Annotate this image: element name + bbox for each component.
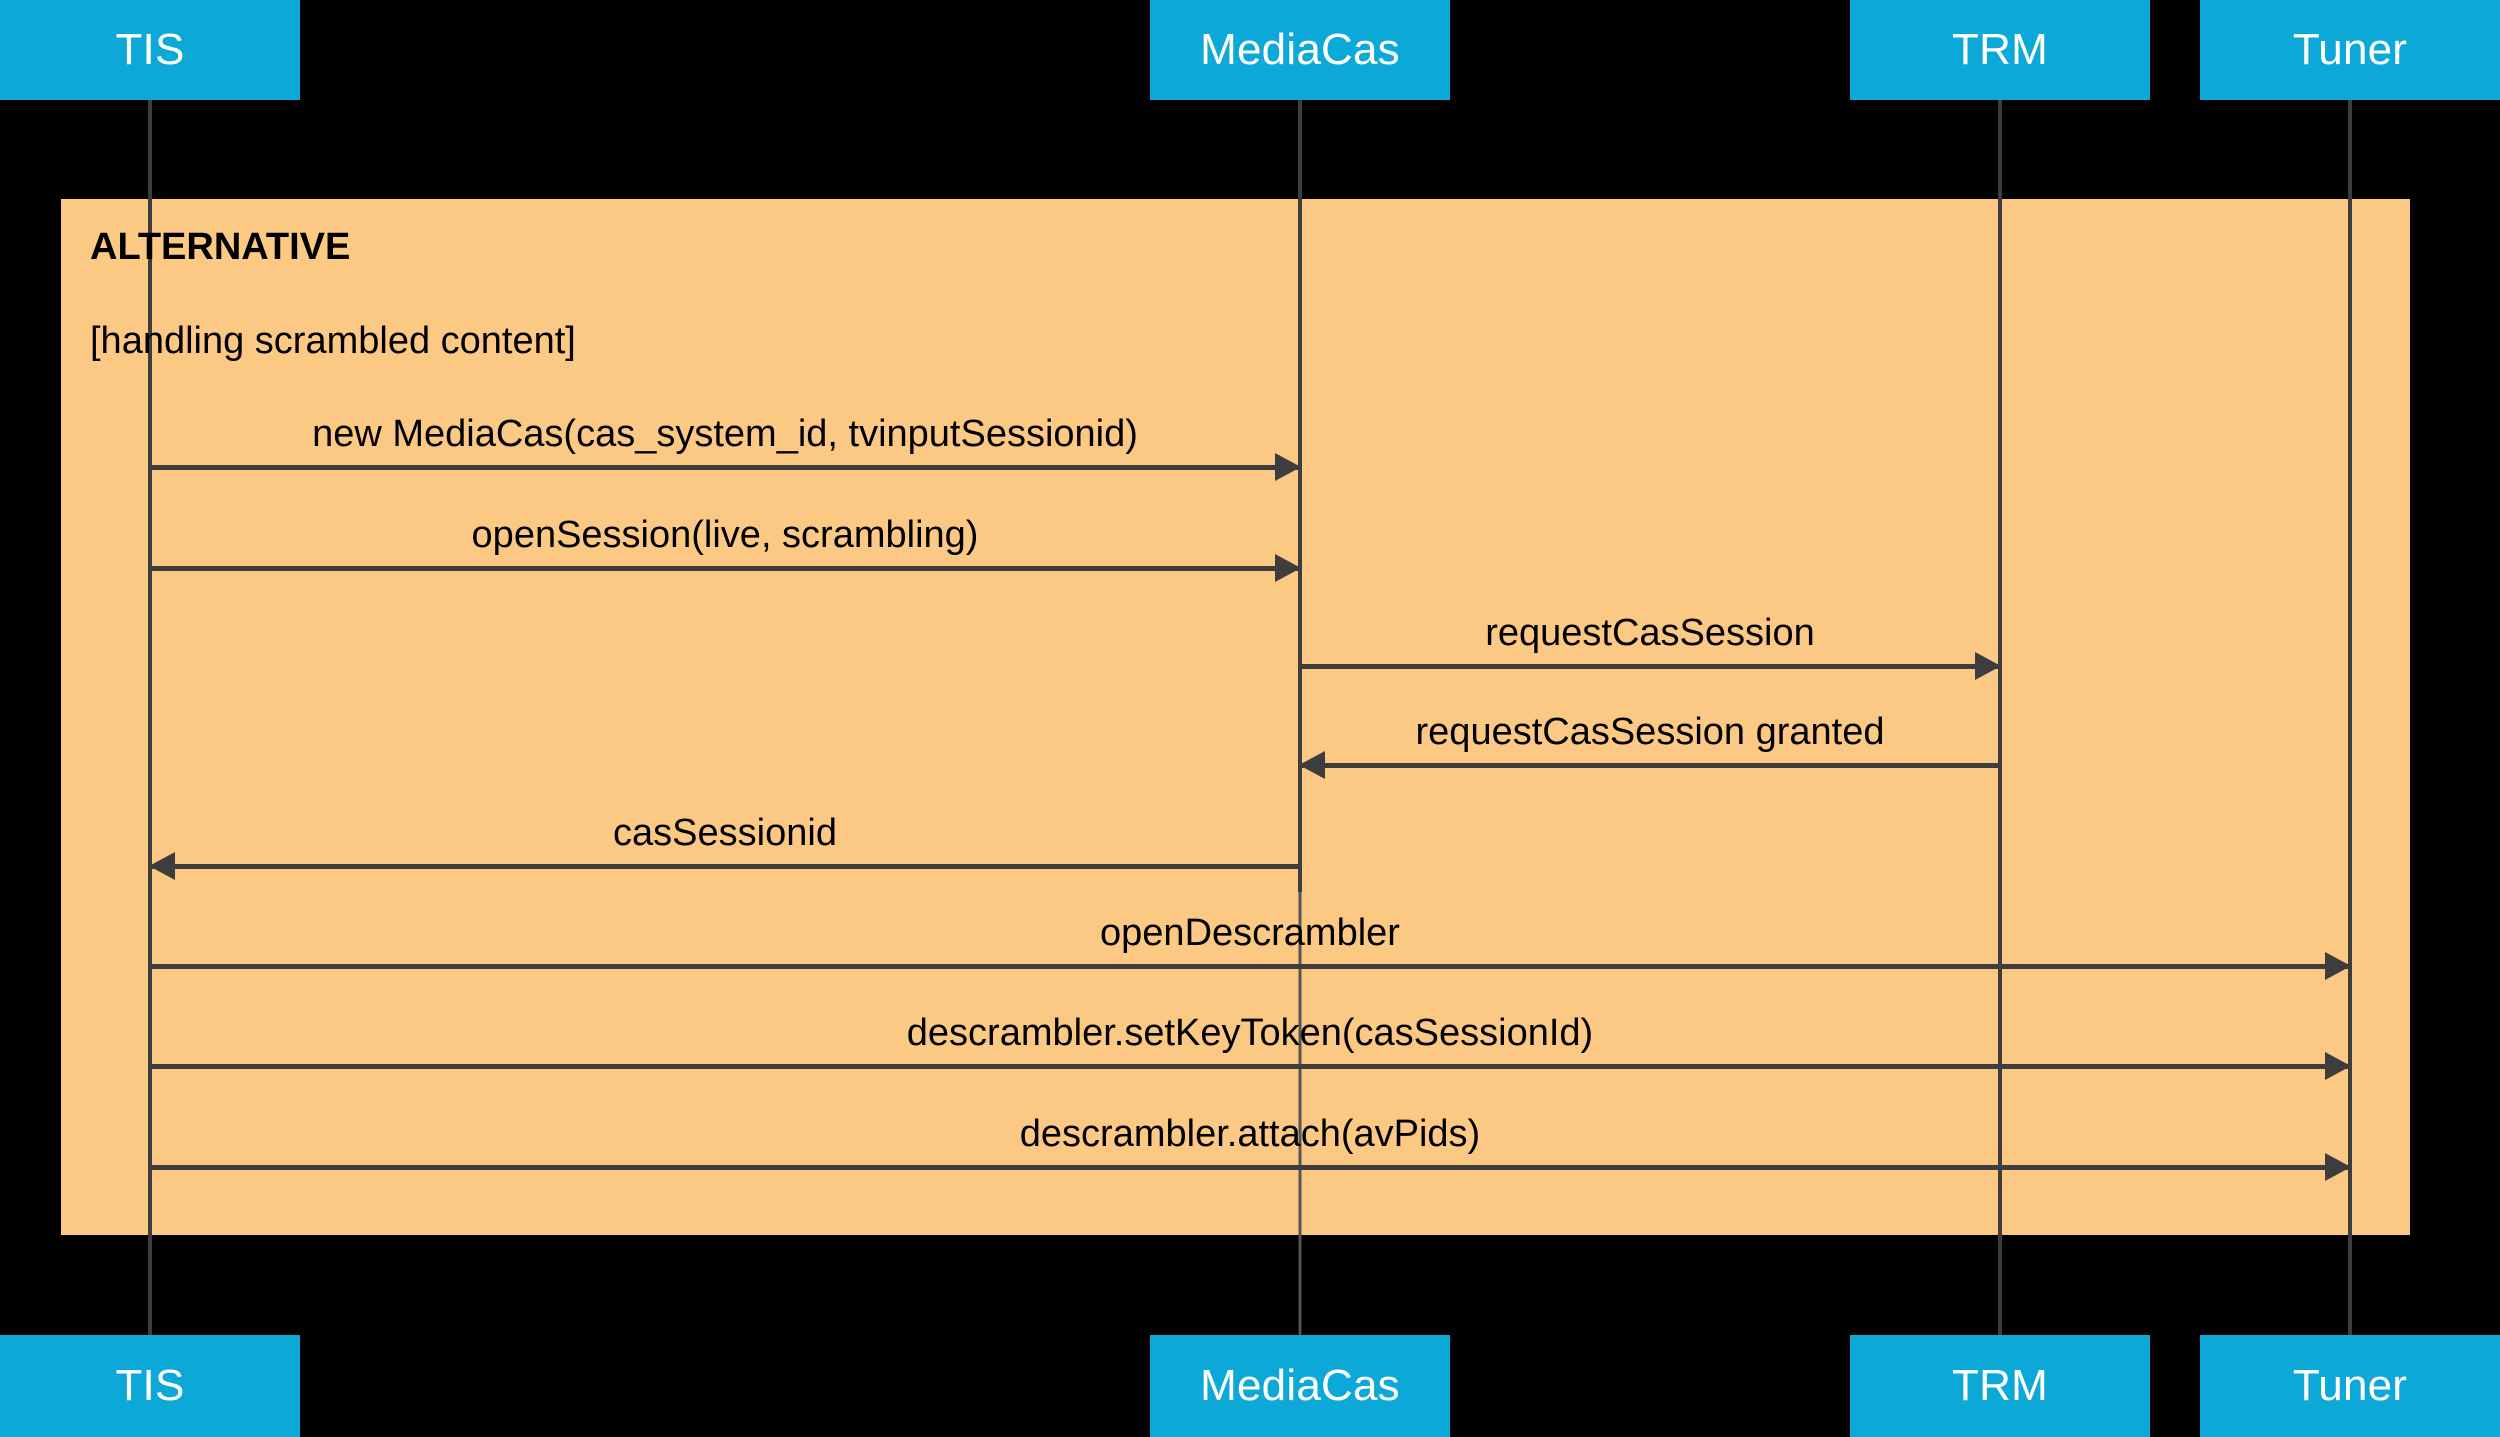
participant-footer-tuner-label: Tuner — [2292, 1361, 2408, 1410]
arrowhead-right-icon — [1275, 453, 1301, 481]
participant-footer-mediacas-label: MediaCas — [1200, 1361, 1400, 1410]
arrowhead-right-icon — [1275, 554, 1301, 582]
lifeline-tuner-over-fragment — [2348, 199, 2352, 1235]
alt-fragment — [61, 199, 2410, 1235]
message-line — [150, 465, 1300, 470]
message-label: requestCasSession — [1485, 612, 1815, 654]
alt-fragment-operator: ALTERNATIVE — [90, 226, 351, 268]
message-label: descrambler.setKeyToken(casSessionId) — [906, 1012, 1594, 1054]
message-line — [150, 566, 1300, 571]
arrowhead-right-icon — [2325, 1153, 2351, 1181]
message-line — [150, 1165, 2350, 1170]
participant-header-tis-label: TIS — [115, 25, 185, 74]
message-label: openSession(live, scrambling) — [471, 514, 979, 556]
participant-header-trm[interactable]: TRM — [1850, 0, 2150, 100]
participant-header-trm-label: TRM — [1952, 25, 2048, 74]
participant-header-mediacas[interactable]: MediaCas — [1150, 0, 1450, 100]
message-line — [1300, 763, 2000, 768]
message-line — [1300, 664, 2000, 669]
lifeline-trm-over-fragment — [1998, 199, 2002, 1235]
participant-footer-tis[interactable]: TIS — [0, 1335, 300, 1437]
alt-fragment-guard: [handling scrambled content] — [90, 320, 576, 362]
message-line — [150, 1064, 2350, 1069]
message-label: requestCasSession granted — [1415, 711, 1885, 753]
participant-footer-trm-label: TRM — [1952, 1361, 2048, 1410]
participant-header-tuner[interactable]: Tuner — [2200, 0, 2500, 100]
arrowhead-left-icon — [149, 852, 175, 880]
message-label: new MediaCas(cas_system_id, tvinputSessi… — [312, 413, 1138, 455]
message-line — [150, 864, 1300, 869]
arrowhead-right-icon — [1975, 652, 2001, 680]
arrowhead-right-icon — [2325, 1052, 2351, 1080]
message-line — [150, 964, 2350, 969]
participant-footer-trm[interactable]: TRM — [1850, 1335, 2150, 1437]
arrowhead-right-icon — [2325, 952, 2351, 980]
participant-footer-tis-label: TIS — [115, 1361, 185, 1410]
participant-footer-mediacas[interactable]: MediaCas — [1150, 1335, 1450, 1437]
arrowhead-left-icon — [1299, 751, 1325, 779]
message-label: casSessionid — [613, 812, 837, 854]
participant-header-mediacas-label: MediaCas — [1200, 25, 1400, 74]
message-label: openDescrambler — [1100, 912, 1400, 954]
participant-footer-tuner[interactable]: Tuner — [2200, 1335, 2500, 1437]
message-label: descrambler.attach(avPids) — [1019, 1113, 1481, 1155]
lifeline-mediacas-tail-over-fragment — [1298, 892, 1302, 1235]
participant-header-tis[interactable]: TIS — [0, 0, 300, 100]
participant-header-tuner-label: Tuner — [2292, 25, 2408, 74]
lifeline-tis-over-fragment — [148, 199, 152, 1235]
lifeline-mediacas-over-fragment — [1298, 199, 1302, 892]
